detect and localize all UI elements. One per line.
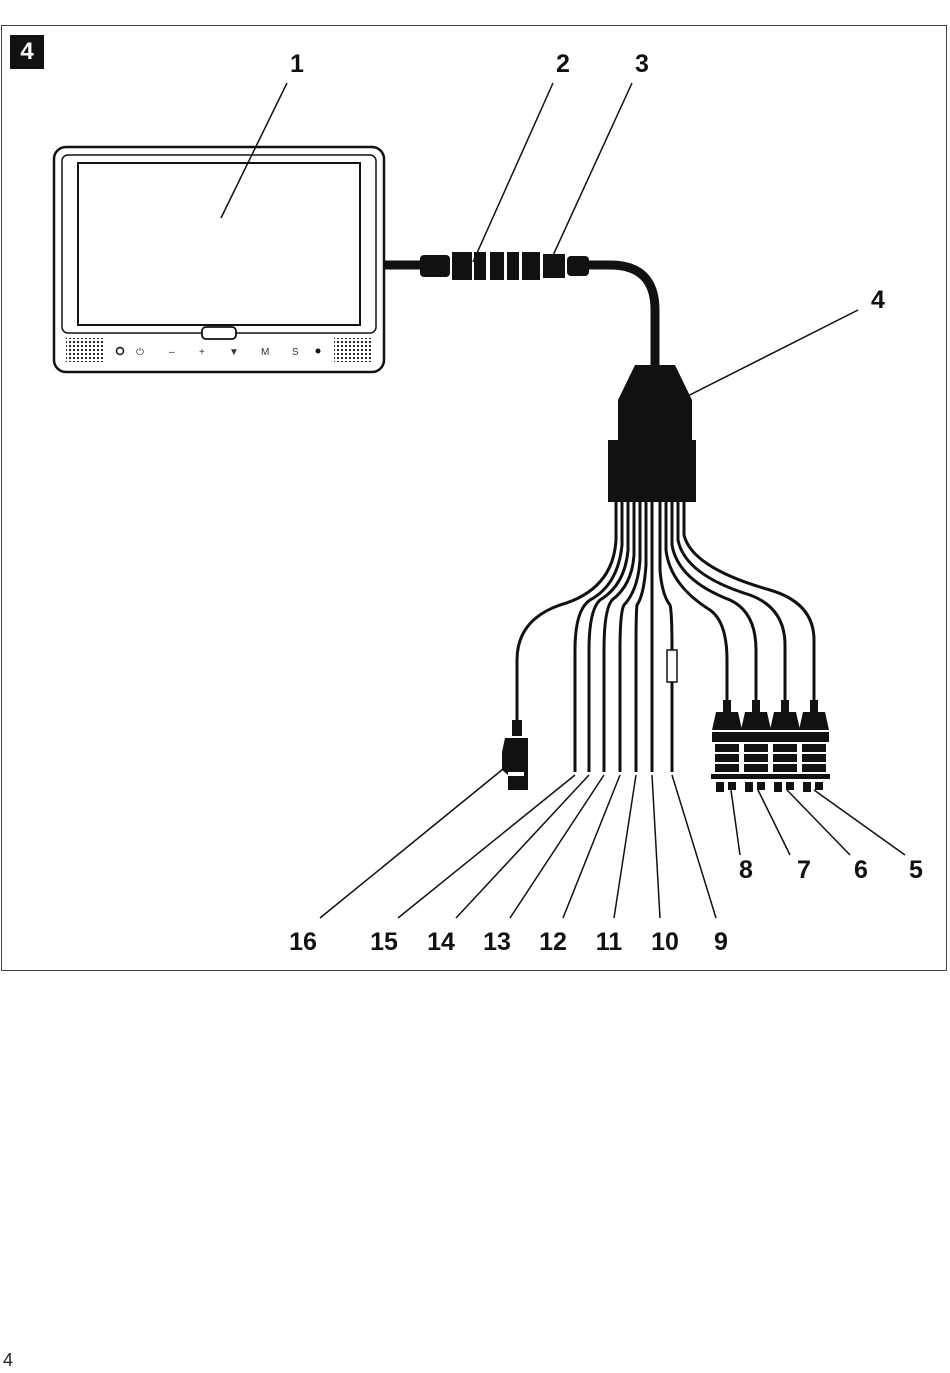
rca-plug-5: [798, 700, 830, 792]
source-button-label: S: [292, 347, 299, 358]
callout-15: 15: [370, 928, 398, 956]
cable-diagram: ⏻ – + ▼ M S: [0, 0, 950, 980]
callout-12: 12: [539, 928, 567, 956]
callout-6: 6: [854, 856, 868, 884]
rca-plugs: [711, 700, 830, 792]
callout-8: 8: [739, 856, 753, 884]
monitor: ⏻ – + ▼ M S: [54, 147, 384, 372]
power-button-label: ⏻: [136, 347, 144, 358]
callout-10: 10: [651, 928, 679, 956]
callout-5: 5: [909, 856, 923, 884]
breakout-wires: [517, 502, 814, 772]
callout-4: 4: [871, 286, 885, 314]
callout-9: 9: [714, 928, 728, 956]
down-button-label: ▼: [229, 347, 239, 358]
page-number: 4: [3, 1350, 13, 1371]
callout-13: 13: [483, 928, 511, 956]
rca-plug-7: [740, 700, 772, 792]
callout-11: 11: [596, 928, 623, 956]
callout-14: 14: [427, 928, 455, 956]
camera-connector: [502, 720, 528, 790]
monitor-cable: [384, 265, 655, 370]
rca-plug-8: [711, 700, 743, 792]
left-speaker-grille: [66, 338, 104, 362]
callout-2: 2: [556, 50, 570, 78]
callout-16: 16: [289, 928, 317, 956]
rca-plug-6: [769, 700, 801, 792]
breakout-adapter: [608, 365, 696, 502]
inline-fuse: [667, 650, 677, 682]
minus-button-label: –: [169, 347, 175, 358]
callout-7: 7: [797, 856, 811, 884]
right-speaker-grille: [334, 338, 372, 362]
callout-1: 1: [290, 50, 304, 78]
plug-connector: [420, 252, 589, 280]
callout-3: 3: [635, 50, 649, 78]
plus-button-label: +: [199, 347, 205, 358]
menu-button-label: M: [261, 347, 269, 358]
